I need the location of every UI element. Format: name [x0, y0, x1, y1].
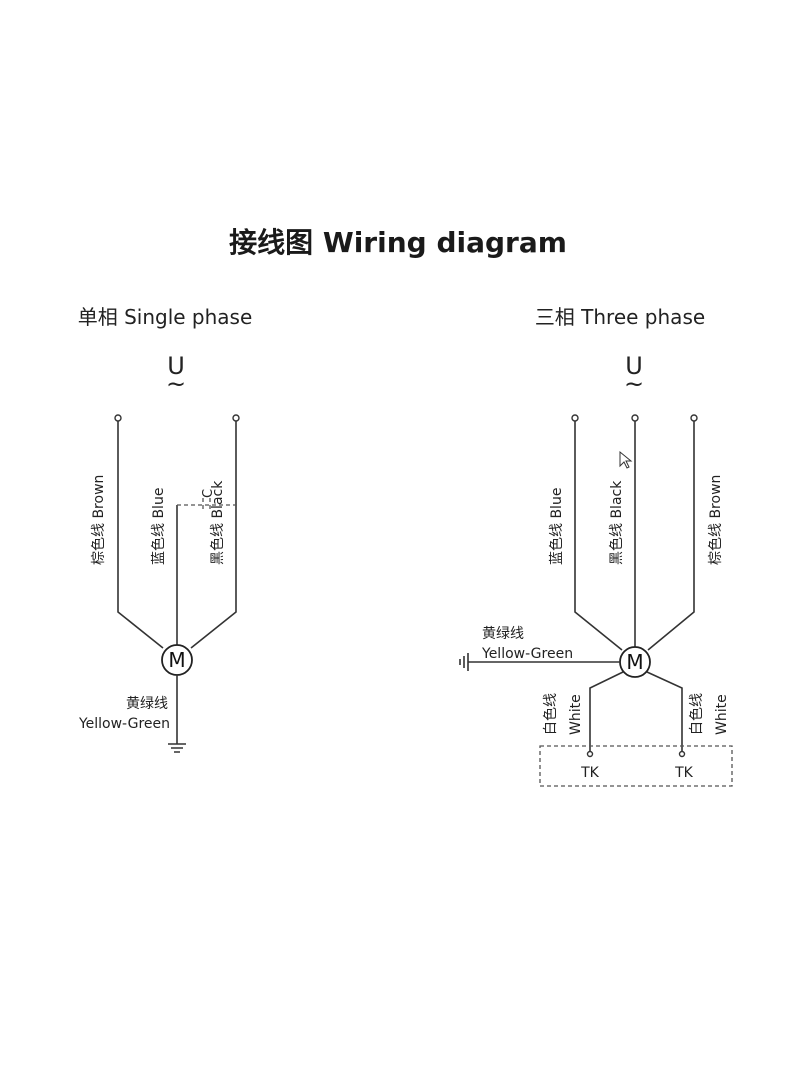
- single-phase-capacitor-mark: C: [201, 489, 216, 498]
- three-phase-label-brown: 棕色线 Brown: [707, 475, 724, 565]
- three-phase-terminal-right: [690, 414, 698, 422]
- single-phase-motor-label: M: [168, 648, 185, 672]
- single-phase-wire-black: [190, 421, 237, 649]
- three-phase-wire-brown: [647, 421, 695, 651]
- three-phase-wire-blue: [574, 421, 623, 651]
- three-phase-motor-label: M: [626, 650, 643, 674]
- three-phase-terminal-center: [631, 414, 639, 422]
- three-phase-label-black: 黑色线 Black: [608, 480, 625, 565]
- thermal-label-right-en: White: [714, 694, 730, 735]
- single-phase-supply-tilde: ~: [166, 370, 186, 398]
- page-title: 接线图 Wiring diagram: [229, 226, 567, 259]
- thermal-terminal-right: [678, 750, 686, 758]
- single-phase-label-brown: 棕色线 Brown: [90, 475, 107, 565]
- three-phase-heading: 三相 Three phase: [535, 305, 705, 329]
- three-phase-label-blue: 蓝色线 Blue: [548, 488, 565, 565]
- thermal-terminal-left: [586, 750, 594, 758]
- single-phase-label-black: 黑色线 Black: [209, 480, 226, 565]
- ground-icon: [459, 653, 469, 671]
- cursor-icon: [619, 450, 633, 469]
- single-phase-label-blue: 蓝色线 Blue: [150, 488, 167, 565]
- three-phase-ground-en: Yellow-Green: [481, 646, 573, 662]
- single-phase-wire-brown: [117, 421, 164, 649]
- thermal-tk-right: TK: [674, 765, 694, 781]
- thermal-protector-box: [539, 745, 733, 787]
- thermal-label-left-en: White: [568, 694, 584, 735]
- single-phase-ground-cn: 黄绿线: [126, 695, 168, 712]
- three-phase-diagram: 三相 Three phase U ~ 蓝色线 Blue 黑色线 Black 棕色…: [459, 305, 733, 787]
- single-phase-heading: 单相 Single phase: [78, 305, 253, 329]
- ground-icon: [168, 743, 186, 753]
- single-phase-terminal-left: [114, 414, 122, 422]
- single-phase-ground-en: Yellow-Green: [78, 716, 170, 732]
- capacitor-icon: [202, 498, 211, 512]
- three-phase-ground-cn: 黄绿线: [482, 625, 524, 642]
- three-phase-wire-white-right: [646, 671, 683, 752]
- thermal-label-left-cn: 白色线: [542, 693, 559, 735]
- single-phase-terminal-right: [232, 414, 240, 422]
- three-phase-supply-tilde: ~: [624, 370, 644, 398]
- thermal-tk-left: TK: [580, 765, 600, 781]
- single-phase-diagram: 单相 Single phase U ~ 棕色线 Brown 蓝色线 Blue 黑…: [78, 305, 253, 753]
- three-phase-terminal-left: [571, 414, 579, 422]
- three-phase-supply-symbol: U: [625, 352, 643, 380]
- thermal-label-right-cn: 白色线: [688, 693, 705, 735]
- three-phase-wire-white-left: [589, 671, 624, 752]
- single-phase-supply-symbol: U: [167, 352, 185, 380]
